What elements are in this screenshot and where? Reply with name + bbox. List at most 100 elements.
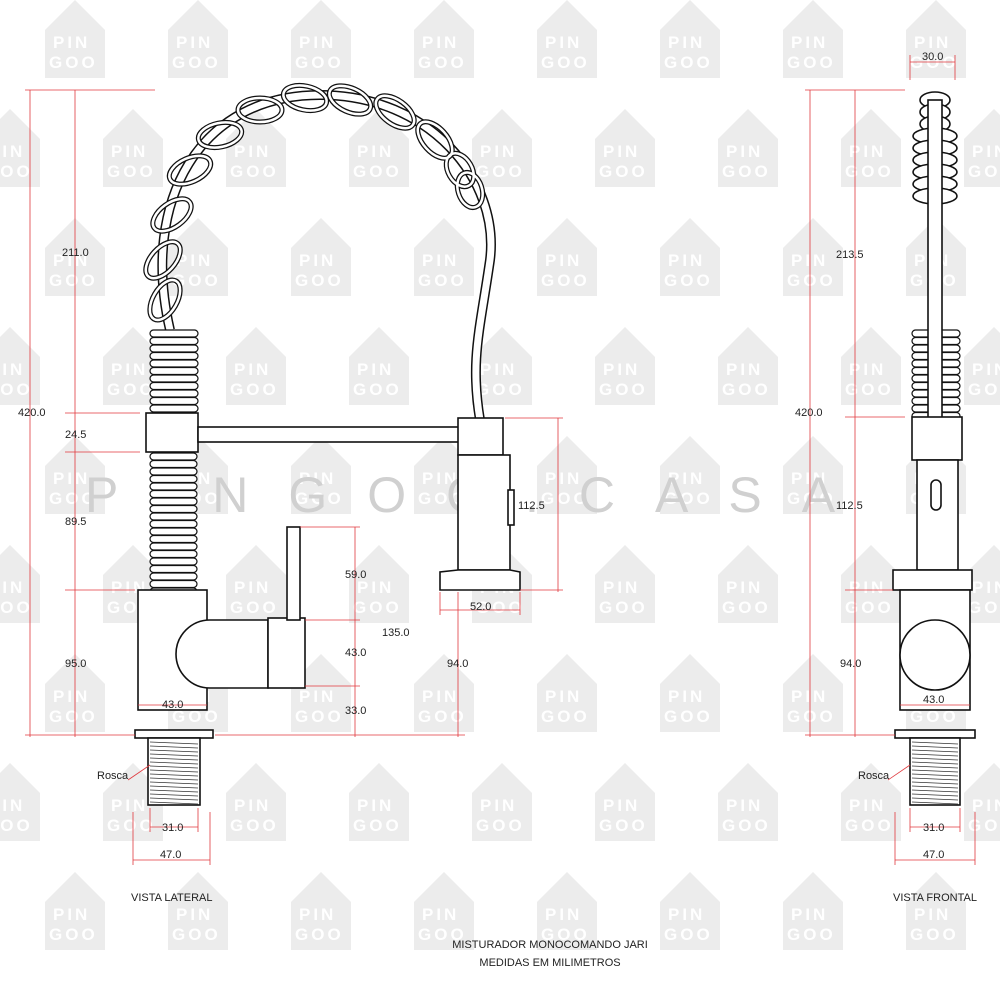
coil-ring xyxy=(149,542,198,551)
spring-loop-inner xyxy=(445,152,475,188)
house-icon xyxy=(472,327,532,405)
watermark-text: GOO xyxy=(353,598,402,617)
dim-collar: 24.5 xyxy=(65,429,86,441)
watermark-text: PIN xyxy=(422,905,459,924)
spring-loop-inner xyxy=(148,278,182,322)
house-icon xyxy=(841,327,901,405)
house-icon xyxy=(103,327,163,405)
dim-handle-total: 135.0 xyxy=(382,627,410,639)
house-icon xyxy=(349,109,409,187)
title-line-2: MEDIDAS EM MILIMETROS xyxy=(479,957,620,969)
house-icon xyxy=(103,109,163,187)
house-icon xyxy=(349,327,409,405)
house-icon xyxy=(906,872,966,950)
watermark-text: PIN xyxy=(914,33,951,52)
thread-line xyxy=(149,761,199,765)
watermark-text: GOO xyxy=(968,380,1000,399)
watermark-text: PIN xyxy=(111,796,148,815)
house-icon xyxy=(595,327,655,405)
watermark-text: GOO xyxy=(664,707,713,726)
watermark-text: GOO xyxy=(418,707,467,726)
arm-bar xyxy=(197,426,461,443)
coil-ring xyxy=(149,497,198,506)
watermark-text: GOO xyxy=(0,380,33,399)
watermark-text: GOO xyxy=(968,598,1000,617)
dim-total-front: 420.0 xyxy=(795,407,823,419)
spring-loop-inner xyxy=(168,154,212,186)
house-icon xyxy=(841,763,901,841)
thread-line xyxy=(911,801,959,805)
coil-ring xyxy=(149,564,198,574)
thread-line xyxy=(911,797,959,801)
watermark-text: GOO xyxy=(599,816,648,835)
thread-line xyxy=(911,781,959,785)
dim-head-width: 52.0 xyxy=(470,601,491,613)
watermark-text: GOO xyxy=(172,925,221,944)
watermark-text: GOO xyxy=(49,707,98,726)
dim-base: 95.0 xyxy=(65,658,86,670)
thread-line xyxy=(911,789,959,793)
lateral-view: 420.0 211.0 24.5 89.5 95.0 43.0 59.0 43.… xyxy=(18,82,563,904)
thread-line xyxy=(149,753,199,757)
thread-line xyxy=(149,785,199,789)
watermark-text: GOO xyxy=(0,598,33,617)
frontal-view: 30.0 420.0 213.5 112.5 94.0 43.0 31.0 47… xyxy=(795,51,977,904)
watermark-text: PIN xyxy=(176,33,213,52)
thread-line xyxy=(911,765,959,769)
watermark-text: GOO xyxy=(172,707,221,726)
house-icon xyxy=(472,109,532,187)
house-icon xyxy=(0,763,40,841)
dim-handle: 43.0 xyxy=(345,647,366,659)
watermark-text: GOO xyxy=(599,380,648,399)
coil-ring xyxy=(149,351,199,361)
house-icon xyxy=(291,218,351,296)
watermark-text: PIN xyxy=(176,905,213,924)
coil-ring xyxy=(149,459,198,469)
watermark-text: PIN xyxy=(53,251,90,270)
watermark-text: GOO xyxy=(0,162,33,181)
watermark-text: PIN xyxy=(357,142,394,161)
watermark-text: GOO xyxy=(295,925,344,944)
watermark-text: PIN xyxy=(357,360,394,379)
watermark-text: PIN xyxy=(111,578,148,597)
coil-ring xyxy=(149,489,198,499)
dim-head-base: 94.0 xyxy=(447,658,468,670)
thread-line xyxy=(149,789,199,793)
dim-base-width-front: 43.0 xyxy=(923,694,944,706)
watermark-text: GOO xyxy=(49,271,98,290)
watermark-text: GOO xyxy=(541,925,590,944)
spray-head xyxy=(457,454,511,571)
watermark-text: PIN xyxy=(668,469,705,488)
thread-line xyxy=(149,773,199,777)
watermark-text: GOO xyxy=(664,925,713,944)
thread-line xyxy=(911,773,959,777)
thread-line xyxy=(911,757,959,761)
watermark-text: GOO xyxy=(49,489,98,508)
house-icon xyxy=(414,218,474,296)
watermark-text: GOO xyxy=(845,162,894,181)
watermark-text: PIN xyxy=(357,796,394,815)
dim-base-width: 43.0 xyxy=(162,699,183,711)
